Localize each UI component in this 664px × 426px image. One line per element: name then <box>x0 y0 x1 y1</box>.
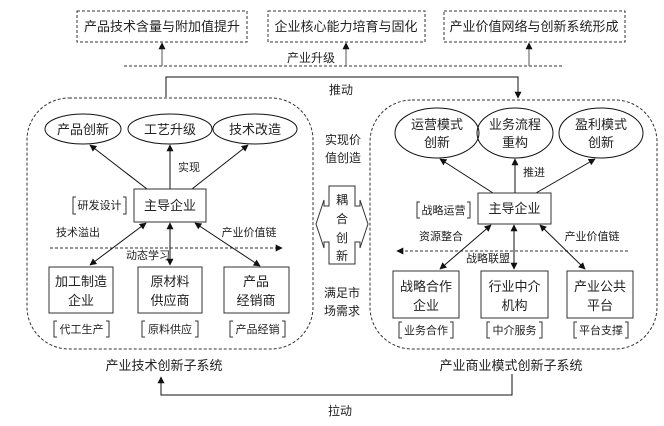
left-partner-distributor: 产品 经销商 <box>223 266 290 314</box>
left-subsystem-boundary <box>26 97 314 350</box>
value-creation-line2: 值创造 <box>325 150 361 165</box>
svg-text:机构: 机构 <box>501 299 527 314</box>
right-subsystem-title: 产业商业模式创新子系统 <box>439 358 582 374</box>
left-link-arrow-3 <box>194 222 261 267</box>
right-partner-strategic: 战略合作 企业 <box>392 270 460 319</box>
coupling-char-2: 合 <box>336 211 348 226</box>
coupling-char-3: 创 <box>336 231 348 245</box>
right-link-arrow-1 <box>439 224 492 270</box>
push-label: 推动 <box>329 83 353 97</box>
svg-text:战略运营: 战略运营 <box>422 203 466 217</box>
industry-upgrade-label: 产业升级 <box>287 51 335 65</box>
left-subsystem-title: 产业技术创新子系统 <box>105 358 222 374</box>
svg-text:创新: 创新 <box>588 135 614 151</box>
left-core-firm-box: 主导企业 <box>133 188 207 223</box>
top-outcome-text: 产业价值网络与创新系统形成 <box>449 19 618 35</box>
left-value-chain-label: 产业价值链 <box>222 225 277 239</box>
right-partner-platform: 产业公共 平台 <box>566 270 634 319</box>
right-value-chain-label: 产业价值链 <box>565 229 620 243</box>
svg-text:产业公共: 产业公共 <box>574 280 626 295</box>
svg-text:代工生产: 代工生产 <box>60 322 104 336</box>
top-outcome-text: 产品技术含量与附加值提升 <box>84 19 240 35</box>
left-partner-role-2: 原料供应 <box>141 320 199 338</box>
svg-text:技术改造: 技术改造 <box>229 123 281 138</box>
left-partner-role-3: 产品经销 <box>229 320 286 338</box>
right-outcome-profit-model: 盈利模式 创新 <box>558 107 644 159</box>
svg-text:经销商: 经销商 <box>236 294 275 309</box>
market-demand-line1: 满足市 <box>324 285 360 300</box>
top-outcome-box-1: 产品技术含量与附加值提升 <box>76 10 248 43</box>
svg-text:研发设计: 研发设计 <box>78 198 122 212</box>
svg-text:中介服务: 中介服务 <box>493 324 537 337</box>
left-realize-arrow-3 <box>191 144 249 190</box>
svg-text:业务合作: 业务合作 <box>404 323 448 337</box>
left-core-role-bracket: 研发设计 <box>72 196 127 215</box>
right-outcome-operation-model: 运营模式 创新 <box>394 107 480 159</box>
dynamic-learning-label: 动态学习 <box>126 248 170 262</box>
svg-text:原材料: 原材料 <box>150 275 189 290</box>
strategic-alliance-label: 战略联盟 <box>466 251 510 265</box>
left-outcome-process-upgrade: 工艺升级 <box>127 113 213 145</box>
market-demand-line2: 场需求 <box>324 304 360 318</box>
left-partner-manufacturer: 加工制造 企业 <box>48 266 114 314</box>
svg-text:业务流程: 业务流程 <box>489 117 541 133</box>
svg-text:产品经销: 产品经销 <box>236 322 280 336</box>
coupling-double-arrow <box>315 185 369 265</box>
svg-text:原料供应: 原料供应 <box>148 322 192 336</box>
left-link-arrow-1 <box>89 222 147 266</box>
svg-text:创新: 创新 <box>424 135 450 151</box>
right-partner-role-2: 中介服务 <box>486 321 543 339</box>
right-advance-arrow-3 <box>535 158 596 194</box>
pull-label: 拉动 <box>328 403 352 418</box>
svg-text:企业: 企业 <box>68 293 94 309</box>
coupling-char-4: 新 <box>336 248 348 263</box>
svg-text:产品: 产品 <box>243 275 269 290</box>
svg-text:盈利模式: 盈利模式 <box>575 118 627 133</box>
value-creation-line1: 实现价 <box>325 132 361 147</box>
right-link-arrow-3 <box>539 224 586 270</box>
left-realize-arrow-1 <box>89 144 148 190</box>
spillover-label: 技术溢出 <box>56 225 100 239</box>
right-core-firm-box: 主导企业 <box>477 192 552 225</box>
right-core-role-bracket: 战略运营 <box>416 201 471 219</box>
left-outcome-tech-transformation: 技术改造 <box>212 113 298 145</box>
left-partner-role-1: 代工生产 <box>53 320 110 338</box>
right-outcome-process-reengineering: 业务流程 重构 <box>476 107 554 159</box>
svg-text:供应商: 供应商 <box>150 293 189 309</box>
svg-text:平台: 平台 <box>587 299 613 314</box>
svg-text:平台支撑: 平台支撑 <box>579 323 623 337</box>
top-outcome-text: 企业核心能力培育与固化 <box>274 19 417 35</box>
svg-text:加工制造: 加工制造 <box>55 275 107 290</box>
svg-text:工艺升级: 工艺升级 <box>144 123 196 138</box>
right-partner-role-3: 平台支撑 <box>573 321 629 339</box>
right-advance-arrow-1 <box>439 158 494 194</box>
advance-label: 推进 <box>523 165 545 179</box>
svg-text:主导企业: 主导企业 <box>144 198 196 214</box>
svg-text:产品创新: 产品创新 <box>57 122 109 138</box>
left-outcome-product-innovation: 产品创新 <box>44 113 122 145</box>
right-partner-role-1: 业务合作 <box>398 321 454 339</box>
svg-text:战略合作: 战略合作 <box>400 279 452 295</box>
left-partner-supplier: 原材料 供应商 <box>137 266 203 314</box>
coupling-char-1: 耦 <box>336 193 348 207</box>
svg-text:行业中介: 行业中介 <box>488 280 540 295</box>
svg-text:重构: 重构 <box>502 135 528 151</box>
svg-text:企业: 企业 <box>413 298 439 314</box>
top-outcome-box-3: 产业价值网络与创新系统形成 <box>443 10 626 43</box>
pull-connector <box>157 374 513 396</box>
right-partner-intermediary: 行业中介 机构 <box>480 270 549 319</box>
top-outcome-box-2: 企业核心能力培育与固化 <box>267 10 426 43</box>
right-subsystem-boundary <box>369 99 658 350</box>
resource-integration-label: 资源整合 <box>419 229 463 243</box>
realize-label: 实现 <box>178 160 200 174</box>
push-connector <box>165 76 522 99</box>
svg-text:运营模式: 运营模式 <box>411 118 463 133</box>
svg-text:主导企业: 主导企业 <box>488 201 540 217</box>
